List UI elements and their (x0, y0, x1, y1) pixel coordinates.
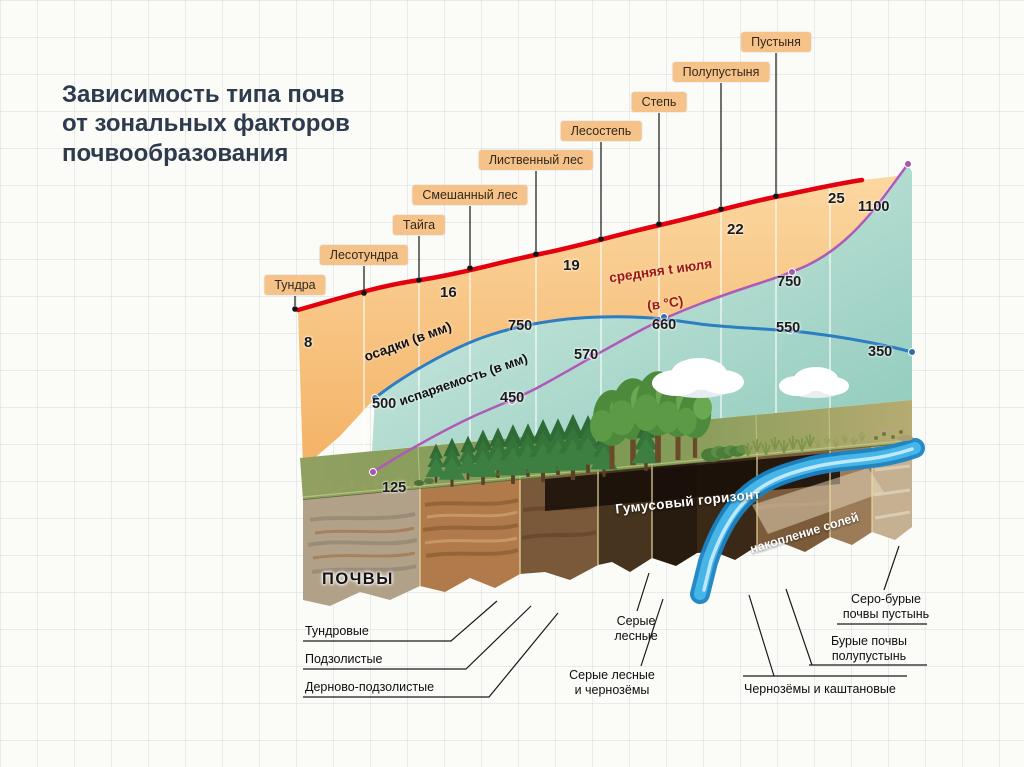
evap-value-5: 1100 (858, 199, 890, 215)
evaporation-curve (371, 162, 910, 474)
clouds (652, 358, 849, 398)
temperature-curve-name: средняя t июля (608, 256, 714, 286)
zone-label-mixed-forest: Смешанный лес (412, 185, 528, 205)
soil-label-tundra: Тундровые (305, 624, 369, 638)
river (690, 438, 925, 604)
zone-label-steppe: Степь (631, 92, 687, 112)
precipitation-points (371, 313, 916, 402)
zone-label-forest-steppe: Лесостепь (560, 121, 642, 141)
temp-value-1: 8 (304, 334, 313, 351)
soil-label-gray-forest-chernozem: Серые лесные и чернозёмы (569, 668, 655, 697)
soil-label-brown-semidesert: Бурые почвы полупустынь (831, 634, 907, 663)
vegetation (312, 371, 913, 495)
temp-value-2: 16 (440, 284, 457, 301)
precip-value-3: 660 (652, 317, 677, 333)
temp-value-5: 25 (828, 190, 845, 207)
humus-band (545, 452, 840, 511)
evap-value-2: 450 (500, 390, 525, 406)
temp-value-3: 19 (563, 257, 580, 274)
evap-value-1: 125 (382, 480, 407, 496)
zone-label-desert: Пустыня (741, 32, 811, 52)
precipitation-curve (373, 315, 914, 400)
zone-connector-lines (292, 53, 779, 312)
salt-band (752, 468, 884, 534)
soil-block (303, 443, 912, 606)
soil-label-gray-brown-desert: Серо-бурые почвы пустынь (842, 592, 930, 621)
zone-label-lesotundra: Лесотундра (319, 245, 409, 265)
tundra-plants (312, 475, 434, 495)
soil-label-podzolic: Подзолистые (305, 652, 383, 666)
precip-value-5: 350 (868, 344, 893, 360)
precip-value-1: 500 (372, 396, 397, 412)
precip-value-2: 750 (508, 318, 533, 334)
soil-label-sod-podzolic: Дерново-подзолистые (305, 680, 435, 694)
page-title: Зависимость типа почв от зональных факто… (62, 81, 350, 167)
soil-leader-lines (303, 545, 927, 698)
zone-label-tundra: Тундра (264, 275, 326, 295)
temp-value-4: 22 (727, 221, 744, 238)
precip-value-4: 550 (776, 320, 801, 336)
soil-label-gray-forest: Серые лесные (614, 614, 658, 643)
evap-value-3: 570 (574, 347, 599, 363)
zone-label-taiga: Тайга (392, 215, 446, 235)
zone-label-deciduous-forest: Лиственный лес (478, 150, 594, 170)
evap-value-4: 750 (777, 274, 802, 290)
desert-patches (874, 427, 913, 441)
evaporation-points (369, 160, 912, 476)
soils-heading: ПОЧВЫ (322, 570, 394, 588)
zone-label-semidesert: Полупустыня (672, 62, 770, 82)
soil-label-chernozem-chestnut: Чернозёмы и каштановые (744, 682, 896, 696)
